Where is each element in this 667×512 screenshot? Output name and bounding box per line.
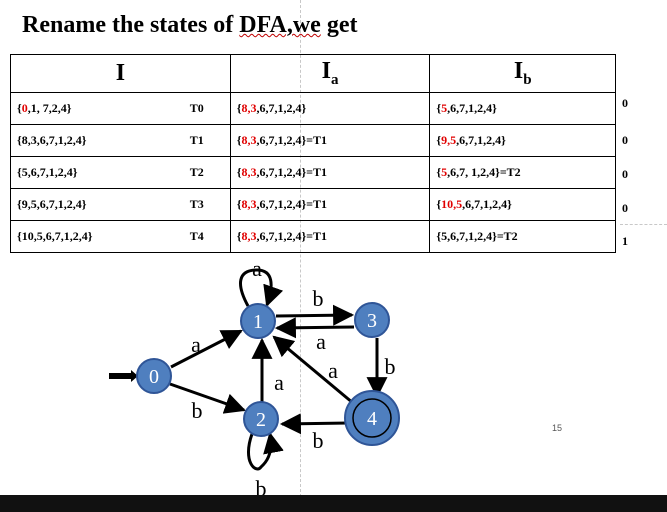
final-flag: 0 bbox=[622, 96, 628, 110]
state-node-2 bbox=[243, 401, 279, 437]
transition-0-1 bbox=[170, 329, 243, 369]
final-flag: 0 bbox=[622, 167, 628, 181]
header-i: I bbox=[10, 54, 231, 93]
table-header-row: I Ia Ib bbox=[10, 54, 616, 93]
transition-label: b bbox=[313, 286, 324, 311]
transition-3-1 bbox=[274, 317, 355, 339]
transition-label: a bbox=[328, 358, 338, 383]
cell-i: {10,5,6,7,1,2,4}T4 bbox=[10, 220, 231, 253]
state-label: 0 bbox=[149, 366, 159, 388]
final-flag: 1 bbox=[622, 234, 628, 248]
page-number: 15 bbox=[552, 423, 563, 433]
guide-line-horizontal bbox=[620, 224, 667, 225]
title-underlined: DFA,we bbox=[239, 12, 321, 38]
cell-ib: {5,6,7,1,2,4}=T2 bbox=[429, 220, 616, 253]
cell-ia: {8,3,6,7,1,2,4}=T1 bbox=[229, 220, 431, 253]
cell-i: {8,3,6,7,1,2,4}T1 bbox=[10, 124, 231, 157]
transition-label: b bbox=[313, 428, 324, 453]
transition-4-2 bbox=[279, 413, 350, 435]
transition-label: b bbox=[192, 398, 203, 423]
state-name: T3 bbox=[189, 197, 204, 211]
dfa-transition-table: I Ia Ib {0,1, 7,2,4}T0{8,3,6,7,1,2,4}{5,… bbox=[10, 54, 616, 253]
cell-ia: {8,3,6,7,1,2,4}=T1 bbox=[229, 156, 431, 189]
start-arrow-head bbox=[131, 370, 138, 382]
cell-ib: {5,6,7,1,2,4} bbox=[429, 92, 616, 125]
state-label: 3 bbox=[367, 310, 377, 332]
table-row: {8,3,6,7,1,2,4}T1{8,3,6,7,1,2,4}=T1{9,5,… bbox=[10, 124, 616, 157]
state-name: T0 bbox=[189, 101, 204, 115]
transition-label: a bbox=[191, 332, 201, 357]
title-prefix: Rename the states of bbox=[22, 12, 240, 38]
transition-label: a bbox=[316, 329, 326, 354]
table-row: {5,6,7,1,2,4}T2{8,3,6,7,1,2,4}=T1{5,6,7,… bbox=[10, 156, 616, 189]
transition-label: b bbox=[256, 476, 267, 501]
final-flag: 0 bbox=[622, 201, 628, 215]
state-node-0 bbox=[136, 358, 172, 394]
transition-label: a bbox=[252, 256, 262, 281]
state-node-3 bbox=[354, 302, 390, 338]
bottom-bar bbox=[0, 495, 667, 512]
state-name: T2 bbox=[189, 165, 204, 179]
transition-0-2 bbox=[169, 382, 246, 414]
transition-1-3 bbox=[275, 304, 355, 326]
header-ia: Ia bbox=[229, 54, 431, 93]
guide-line-vertical bbox=[300, 0, 301, 512]
state-node-4 bbox=[352, 398, 392, 438]
transition-4-1 bbox=[272, 335, 354, 405]
state-node-1 bbox=[240, 303, 276, 339]
table-row: {10,5,6,7,1,2,4}T4{8,3,6,7,1,2,4}=T1{5,6… bbox=[10, 220, 616, 253]
state-label: 2 bbox=[256, 409, 266, 431]
transition-1-1 bbox=[239, 268, 284, 307]
cell-i: {0,1, 7,2,4}T0 bbox=[10, 92, 231, 125]
final-flag: 0 bbox=[622, 133, 628, 147]
title-suffix: get bbox=[320, 12, 358, 38]
table-row: {0,1, 7,2,4}T0{8,3,6,7,1,2,4}{5,6,7,1,2,… bbox=[10, 92, 616, 125]
slide-title: Rename the states of DFA,we get bbox=[22, 12, 357, 39]
state-label: 4 bbox=[367, 408, 377, 430]
state-label: 1 bbox=[253, 311, 263, 333]
transition-label: b bbox=[385, 354, 396, 379]
transition-2-2 bbox=[246, 431, 284, 471]
state-name: T4 bbox=[189, 229, 204, 243]
state-name: T1 bbox=[189, 133, 204, 147]
transition-label: a bbox=[274, 370, 284, 395]
